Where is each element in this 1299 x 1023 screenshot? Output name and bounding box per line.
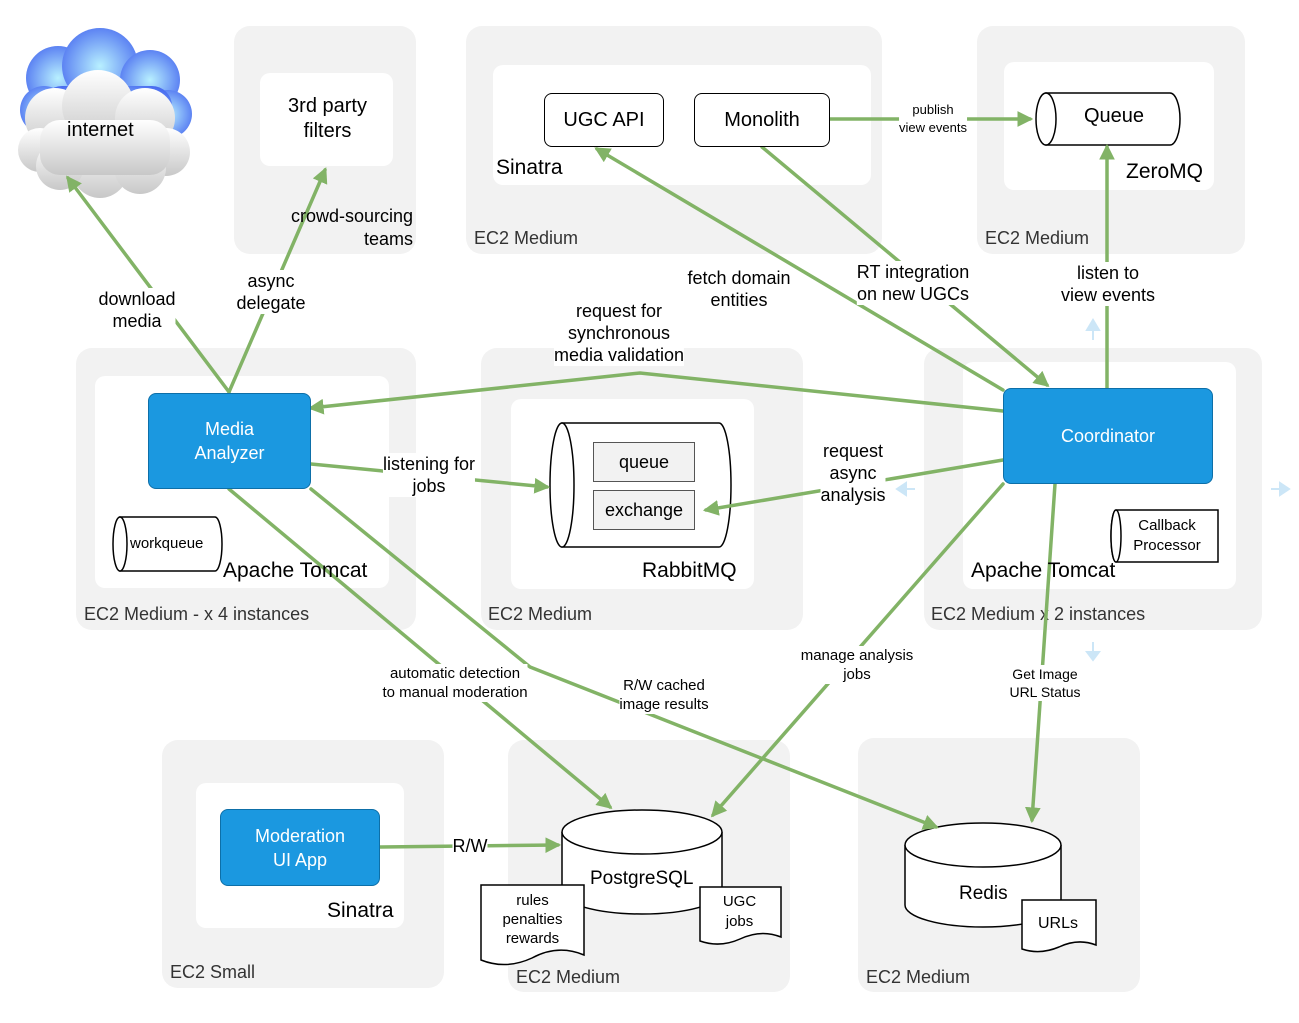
rabbit-exchange-box: exchange [593,490,695,530]
queue-cylinder-icon [1035,92,1181,146]
sinatra-bottom-label: Sinatra [327,899,394,922]
edge-auto-detection [227,487,613,810]
edge-download-media [66,175,231,394]
workqueue-label: workqueue [130,535,204,552]
rabbitmq-label: RabbitMQ [642,559,737,582]
zone-label-tomcat-right: EC2 Medium x 2 instances [931,604,1146,624]
callback-processor-cylinder-icon [1110,509,1219,563]
internet-cloud-icon [18,28,192,198]
inner-third-party [260,73,393,166]
queue-label: Queue [1084,105,1145,127]
rules-document-icon [480,884,585,966]
sinatra-top-label: Sinatra [496,156,563,179]
internet-label: internet [67,119,134,141]
zone-label-rabbitmq: EC2 Medium [488,604,593,624]
zeromq-label: ZeroMQ [1126,160,1204,183]
edge-request-sync [307,371,1005,415]
monolith-box: Monolith [694,93,830,147]
zone-label-redis: EC2 Medium [866,967,971,987]
tomcat-right-label: Apache Tomcat [971,559,1116,582]
zone-label-tomcat-left: EC2 Medium - x 4 instances [84,604,310,624]
urls-label: URLs [1038,915,1079,932]
edge-label-rw: R/W [452,835,488,857]
tomcat-left-label: Apache Tomcat [223,559,368,582]
ugc-jobs-document-icon [699,886,782,945]
zone-label-sinatra-top: EC2 Medium [474,228,579,248]
coordinator-box: Coordinator [1003,388,1213,484]
redis-label: Redis [959,883,1008,904]
workqueue-cylinder-icon [112,516,223,572]
urls-document-icon [1021,899,1097,953]
zone-label-postgres: EC2 Medium [516,967,621,987]
edge-rw-cached [309,487,939,830]
postgresql-cylinder-icon [561,809,723,915]
rabbit-queue-box: queue [593,442,695,482]
hint-arrows [895,318,1291,662]
zone-label-zeromq: EC2 Medium [985,228,1090,248]
edge-fetch-domain [594,147,1005,392]
edge-get-image-url [1025,482,1057,824]
zone-label-moderation: EC2 Small [170,962,256,982]
ugc-api-box: UGC API [544,93,664,147]
postgresql-label: PostgreSQL [590,868,694,889]
